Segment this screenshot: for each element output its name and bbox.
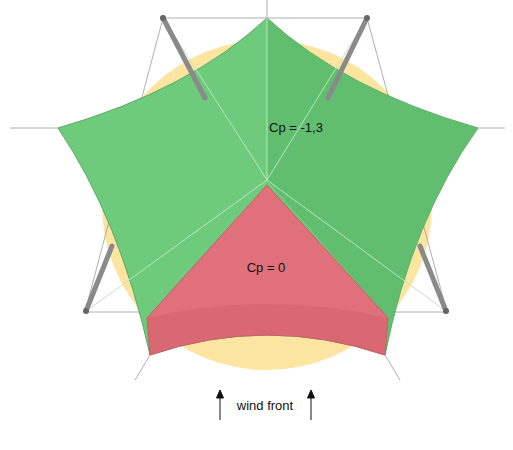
pressure-zone-suction: Cp = -1,3: [265, 118, 327, 138]
masts: [86, 18, 446, 311]
pressure-coefficient: Cp = -1,3: [269, 120, 323, 136]
wind-arrows: [217, 390, 315, 420]
mast-heads: [83, 15, 449, 314]
membrane-zero-zone: [147, 185, 388, 355]
wind-label: wind front: [237, 398, 293, 413]
membrane-edge-shade: [147, 304, 388, 355]
pressure-zone-neutral: Cp = 0: [243, 258, 290, 278]
cable-lines: [10, 0, 505, 380]
ridge-cables: [85, 18, 447, 312]
pressure-coefficient: Cp = 0: [247, 260, 286, 276]
membrane-suction-zone: [58, 18, 478, 355]
